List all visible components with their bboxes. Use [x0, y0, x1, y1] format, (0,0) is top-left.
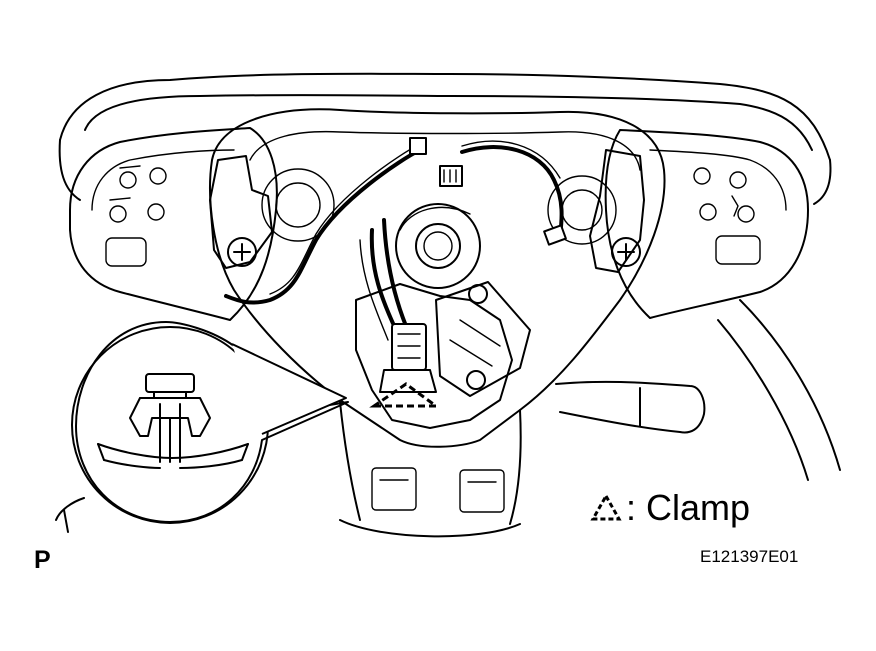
right-spoke — [604, 129, 809, 319]
legend-label: : Clamp — [626, 487, 751, 528]
center-hub — [209, 108, 666, 448]
column-lever — [555, 380, 706, 434]
figure-code: E121397E01 — [700, 547, 799, 566]
right-bracket — [589, 149, 645, 273]
clamp-detail — [97, 373, 249, 469]
wire-harness — [224, 137, 567, 341]
steering-wheel-rim — [55, 72, 841, 533]
lower-spoke — [339, 401, 522, 538]
dashed-triangle-icon — [590, 493, 622, 521]
clamp-marker — [369, 382, 441, 408]
left-bracket — [209, 155, 273, 269]
legend: : Clamp — [590, 486, 750, 530]
airbag-connector — [355, 281, 531, 429]
detail-callout — [71, 321, 349, 524]
view-letter: P — [34, 546, 51, 574]
